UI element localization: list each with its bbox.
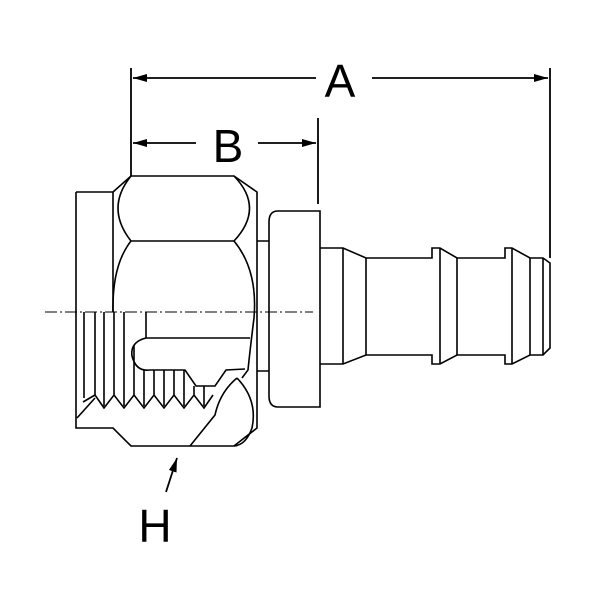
dimension-h-label: H [138,500,171,552]
dimension-b-label: B [213,120,244,172]
dimension-a-label: A [325,55,356,107]
dimension-b: B [133,118,319,204]
hose-barb [320,247,551,365]
hex-nut [75,175,258,447]
dimension-a: A [130,55,551,258]
dimension-h: H [138,457,178,552]
flange [257,210,321,408]
